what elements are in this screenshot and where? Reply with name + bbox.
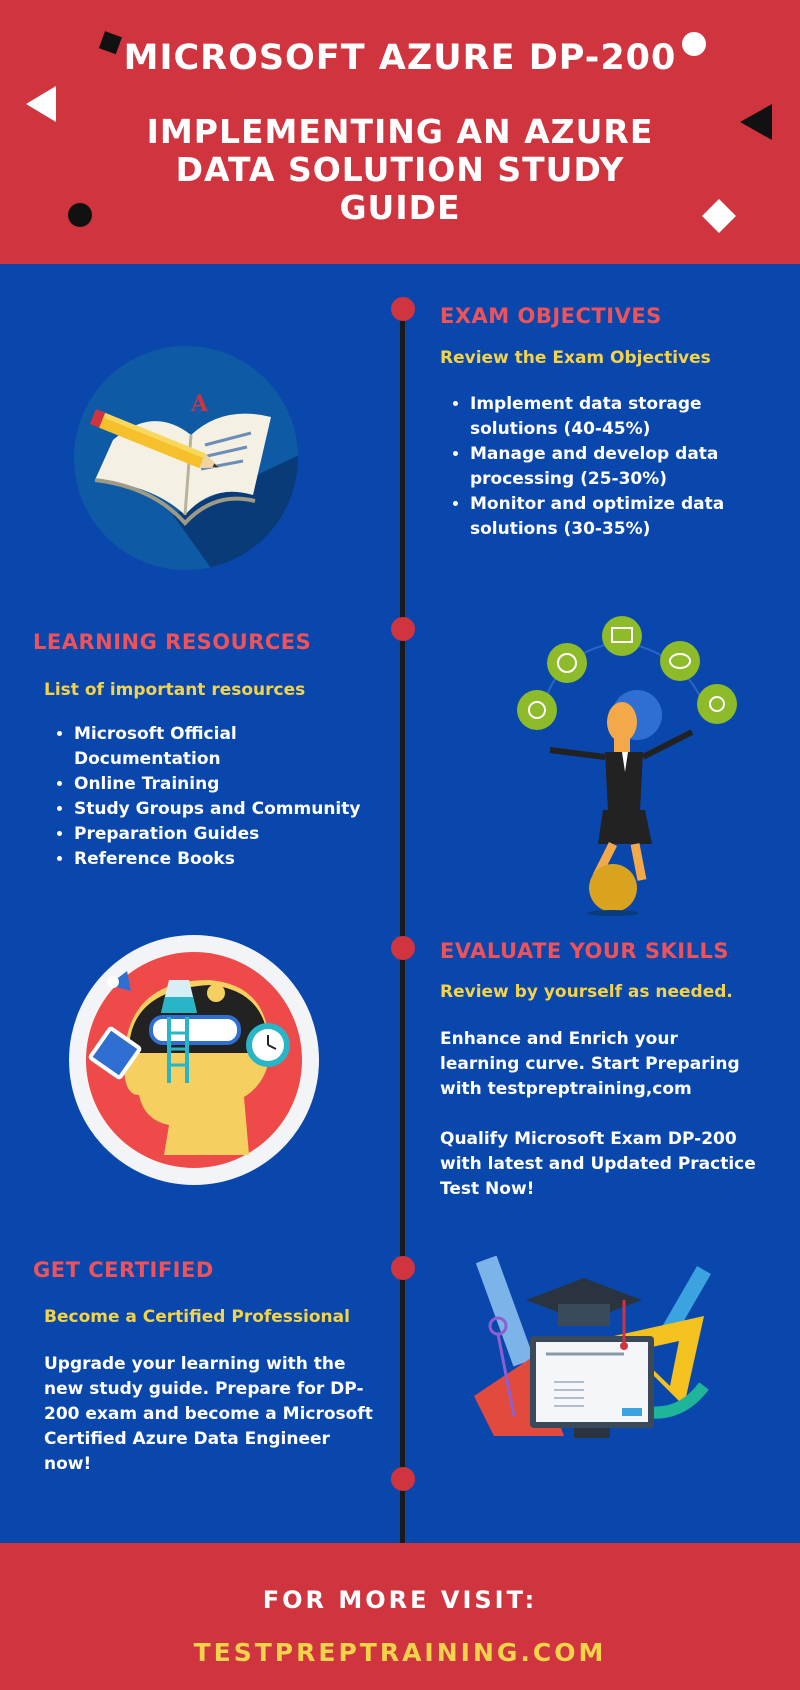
footer-banner: FOR MORE VISIT: TESTPREPTRAINING.COM bbox=[0, 1543, 800, 1690]
footer-label: FOR MORE VISIT: bbox=[262, 1586, 538, 1614]
decorative-triangle-icon bbox=[26, 86, 56, 122]
svg-text:A: A bbox=[190, 391, 209, 417]
decorative-circle-icon bbox=[682, 32, 706, 56]
juggling-woman-icon bbox=[517, 616, 737, 916]
exam-objectives-list: Implement data storage solutions (40-45%… bbox=[440, 392, 740, 542]
list-item: Implement data storage solutions (40-45%… bbox=[470, 392, 740, 442]
thinking-head-icon bbox=[69, 935, 319, 1185]
page-subtitle: IMPLEMENTING AN AZURE DATA SOLUTION STUD… bbox=[146, 112, 654, 227]
section-paragraph: Qualify Microsoft Exam DP-200 with lates… bbox=[440, 1129, 756, 1199]
list-item: Preparation Guides bbox=[74, 822, 384, 847]
list-item: Manage and develop data processing (25-3… bbox=[470, 442, 740, 492]
section-title-evaluate-your-skills: EVALUATE YOUR SKILLS bbox=[440, 939, 730, 963]
section-title-get-certified: GET CERTIFIED bbox=[33, 1258, 214, 1282]
timeline-dot bbox=[391, 297, 415, 321]
timeline-line bbox=[400, 300, 405, 1544]
timeline-dot bbox=[391, 1467, 415, 1491]
timeline-dot bbox=[391, 617, 415, 641]
learning-resources-list: Microsoft Official Documentation Online … bbox=[44, 722, 384, 872]
page-title: MICROSOFT AZURE DP-200 bbox=[123, 38, 677, 78]
header-banner: MICROSOFT AZURE DP-200 IMPLEMENTING AN A… bbox=[0, 0, 800, 264]
decorative-square-icon bbox=[98, 31, 122, 55]
open-book-pencil-icon: A bbox=[74, 346, 298, 570]
section-paragraph: Enhance and Enrich your learning curve. … bbox=[440, 1029, 740, 1099]
section-title-exam-objectives: EXAM OBJECTIVES bbox=[440, 304, 662, 328]
footer-website-link[interactable]: TESTPREPTRAINING.COM bbox=[193, 1638, 607, 1667]
list-item: Microsoft Official Documentation bbox=[74, 722, 384, 772]
section-subtitle: Review by yourself as needed. bbox=[440, 982, 733, 1002]
list-item: Study Groups and Community bbox=[74, 797, 384, 822]
list-item: Monitor and optimize data solutions (30-… bbox=[470, 492, 740, 542]
section-subtitle: Review the Exam Objectives bbox=[440, 348, 711, 368]
timeline-dot bbox=[391, 1256, 415, 1280]
graduation-laptop-icon bbox=[474, 1256, 711, 1438]
section-subtitle: Become a Certified Professional bbox=[44, 1307, 350, 1327]
decorative-circle-icon bbox=[68, 203, 92, 227]
section-title-learning-resources: LEARNING RESOURCES bbox=[33, 630, 312, 654]
section-paragraph: Upgrade your learning with the new study… bbox=[44, 1354, 373, 1474]
list-item: Online Training bbox=[74, 772, 384, 797]
decorative-triangle-icon bbox=[740, 104, 772, 140]
timeline-dot bbox=[391, 936, 415, 960]
decorative-diamond-icon bbox=[702, 199, 736, 233]
list-item: Reference Books bbox=[74, 847, 384, 872]
section-subtitle: List of important resources bbox=[44, 680, 306, 700]
